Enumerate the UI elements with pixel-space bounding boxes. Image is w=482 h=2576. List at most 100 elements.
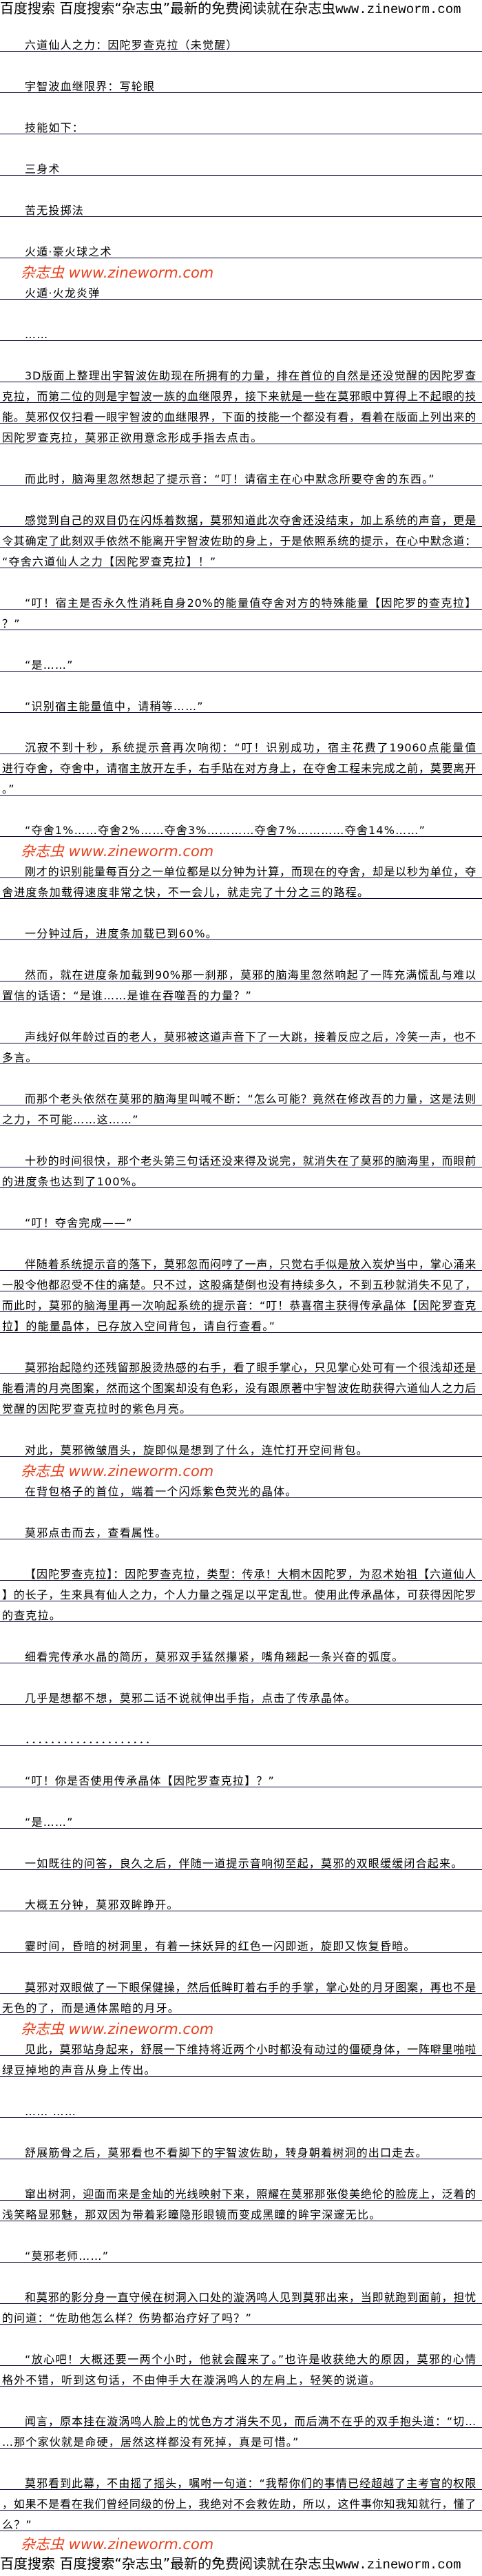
- paragraph: 一如既往的问答，良久之后，伴随一道提示音响彻至起，莫邪的双眼缓缓闭合起来。: [0, 1853, 482, 1874]
- text-line: “是……”: [0, 655, 482, 676]
- paragraph: 闻言，原本挂在漩涡鸣人脸上的忧色方才消失不见，而后满不在乎的双手抱头道：“切………: [0, 2411, 482, 2453]
- text-line: 一股令他都忍受不住的痛楚。只不过，这股痛楚倒也没有持续多久，不到五秒就消失不见了…: [0, 1275, 482, 1296]
- text-line: “识别宿主能量值中，请稍等……”: [0, 696, 482, 717]
- text-line: ，如果不是看在我们曾经同级的份上，我绝对不会救佐助，所以，这件事你知我知就行，懂…: [0, 2494, 482, 2515]
- text-line: 舒展筋骨之后，莫邪看也不看脚下的宇智波佐助，转身朝着树洞的出口走去。: [0, 2143, 482, 2163]
- text-line: 伴随着系统提示音的落下，莫邪忽而闷哼了一声，只觉右手似是放入炭炉当中，掌心涌来: [0, 1254, 482, 1275]
- text-line: 莫邪点击而去，查看属性。: [0, 1523, 482, 1544]
- paragraph: 六道仙人之力：因陀罗查克拉（未觉醒）: [0, 35, 482, 56]
- text-line: 大概五分钟，莫邪双眸睁开。: [0, 1895, 482, 1915]
- paragraph: 霎时间，昏暗的树洞里，有着一抹妖异的红色一闪即逝，旋即又恢复昏暗。: [0, 1936, 482, 1957]
- text-line: 拉】的能量晶体，已存放入空间背包，请自行查看。”: [0, 1316, 482, 1337]
- paragraph: “叮！你是否使用传承晶体【因陀罗查克拉】？”: [0, 1771, 482, 1791]
- paragraph: “叮！宿主是否永久性消耗自身20%的能量值夺舍对方的特殊能量【因陀罗的查克拉】？…: [0, 593, 482, 634]
- text-line: 克拉，而第二位的则是宇智波一族的血继限界，接下来就是一些在莫邪眼中算得上不起眼的…: [0, 386, 482, 407]
- paragraph: 刚才的识别能量每百分之一单位都是以分钟为计算，而现在的夺舍，却是以秒为单位，夺舍…: [0, 862, 482, 903]
- text-line: 格外不错，听到这句话，不由伸手大在漩涡鸣人的左肩上，轻笑的说道。: [0, 2370, 482, 2391]
- banner-url[interactable]: www.zineworm.com: [335, 2, 461, 17]
- paragraph: 十秒的时间很快，那个老头第三句话还没来得及说完，就消失在了莫邪的脑海里，而眼前的…: [0, 1151, 482, 1192]
- text-line: 见此，莫邪站身起来，舒展一下维持将近两个小时都没有动过的僵硬身体，一阵噼里啪啦: [0, 2039, 482, 2060]
- text-line: 【因陀罗查克拉】：因陀罗查克拉，类型：传承！大桐木因陀罗，为忍术始祖【六道仙人: [0, 1564, 482, 1585]
- paragraph: “莫邪老师……”: [0, 2246, 482, 2267]
- text-line: 绿豆掉地的声音从身上传出。: [0, 2060, 482, 2081]
- text-line: “叮！夺舍完成——”: [0, 1213, 482, 1234]
- site-banner-top: 百度搜索 百度搜索“杂志虫”最新的免费阅读就在杂志虫www.zineworm.c…: [0, 0, 482, 19]
- site-banner-bottom: 百度搜索 百度搜索“杂志虫”最新的免费阅读就在杂志虫www.zineworm.c…: [0, 2555, 482, 2575]
- paragraph: 几乎是想都不想，莫邪二话不说就伸出手指，点击了传承晶体。: [0, 1688, 482, 1709]
- paragraph: 火遁·豪火球之术: [0, 242, 482, 262]
- text-line: 宇智波血继限界：写轮眼: [0, 76, 482, 97]
- chapter-body: 六道仙人之力：因陀罗查克拉（未觉醒） 宇智波血继限界：写轮眼技能如下： 三身术苦无投…: [0, 35, 482, 2556]
- text-line: “放心吧！大概还要一两个小时，他就会醒来了。”也许是收获绝大的原因，莫邪的心情: [0, 2349, 482, 2370]
- text-line: 三身术: [0, 159, 482, 180]
- text-line: 进行夺舍，夺舍中，请宿主放开左手，右手贴在对方身上，在夺舍工程未完成之前，莫要离…: [0, 758, 482, 779]
- text-line: 技能如下：: [0, 118, 482, 138]
- text-line: 3D版面上整理出宇智波佐助现在所拥有的力量，排在首位的自然是还没觉醒的因陀罗查: [0, 366, 482, 386]
- paragraph: 而那个老头依然在莫邪的脑海里叫喊不断：“怎么可能？竟然在修改吾的力量，这是法则之…: [0, 1089, 482, 1130]
- paragraph: 伴随着系统提示音的落下，莫邪忽而闷哼了一声，只觉右手似是放入炭炉当中，掌心涌来一…: [0, 1254, 482, 1337]
- paragraph: “是……”: [0, 1812, 482, 1833]
- text-line: 的问道：“佐助他怎么样？伤势都治疗好了吗？”: [0, 2308, 482, 2329]
- text-line: …… ……: [0, 2101, 482, 2122]
- paragraph: 苦无投掷法: [0, 200, 482, 221]
- text-line: 闻言，原本挂在漩涡鸣人脸上的忧色方才消失不见，而后满不在乎的双手抱头道：“切…: [0, 2411, 482, 2432]
- text-line: 多言。: [0, 1048, 482, 1068]
- text-line: 霎时间，昏暗的树洞里，有着一抹妖异的红色一闪即逝，旋即又恢复昏暗。: [0, 1936, 482, 1957]
- text-line: 而此时，脑海里忽然想起了提示音：“叮！请宿主在心中默念所要夺舍的东西。”: [0, 469, 482, 490]
- paragraph: 在背包格子的首位，端着一个闪烁紫色荧光的晶体。: [0, 1482, 482, 1502]
- text-line: 感觉到自己的双目仍在闪烁着数据，莫邪知道此次夺舍还没结束，加上系统的声音，更是: [0, 510, 482, 531]
- text-line: “夺舍六道仙人之力【因陀罗查克拉】！”: [0, 552, 482, 572]
- banner-text: 百度搜索 百度搜索“杂志虫”最新的免费阅读就在杂志虫: [0, 0, 336, 17]
- text-line: 细看完传承水晶的简历，莫邪双手猛然攥紧，嘴角翘起一条兴奋的弧度。: [0, 1647, 482, 1668]
- text-line: 然而，就在进度条加载到90%那一刹那，莫邪的脑海里忽然响起了一阵充满慌乱与难以: [0, 965, 482, 986]
- paragraph: ．．．．．．．．．．．．．．．．．．．．: [0, 1730, 482, 1750]
- text-line: …那个家伙就是命硬，居然这样都没有死掉，真是可惜。”: [0, 2432, 482, 2453]
- paragraph: 见此，莫邪站身起来，舒展一下维持将近两个小时都没有动过的僵硬身体，一阵噼里啪啦绿…: [0, 2039, 482, 2081]
- paragraph: “放心吧！大概还要一两个小时，他就会醒来了。”也许是收获绝大的原因，莫邪的心情格…: [0, 2349, 482, 2391]
- paragraph: 一分钟过后，进度条加载已到60%。: [0, 924, 482, 944]
- text-line: 浅笑略显邪魅，那双因为带着彩瞳隐形眼镜而变成黑瞳的眸宇深邃无比。: [0, 2205, 482, 2225]
- paragraph: 声线好似年龄过百的老人，莫邪被这道声音下了一大跳，接着反应之后，冷笑一声，也不多…: [0, 1027, 482, 1068]
- text-line: 在背包格子的首位，端着一个闪烁紫色荧光的晶体。: [0, 1482, 482, 1502]
- text-line: 舍进度条加载得速度非常之快，不一会儿，就走完了十分之三的路程。: [0, 882, 482, 903]
- paragraph: 舒展筋骨之后，莫邪看也不看脚下的宇智波佐助，转身朝着树洞的出口走去。: [0, 2143, 482, 2163]
- text-line: 六道仙人之力：因陀罗查克拉（未觉醒）: [0, 35, 482, 56]
- paragraph: 宇智波血继限界：写轮眼: [0, 76, 482, 97]
- paragraph: 窜出树洞，迎面而来是金灿的光线映射下来，照耀在莫邪那张俊美绝伦的脸庞上，泛着的浅…: [0, 2184, 482, 2225]
- text-line: 莫邪看到此幕，不由摇了摇头，嘱咐一句道：“我帮你们的事情已经超越了主考官的权限: [0, 2473, 482, 2494]
- text-line: 能。莫邪仅仅扫看一眼宇智波的血继限界，下面的技能一个都没有看，看着在版面上列出来…: [0, 407, 482, 428]
- text-line: 沉寂不到十秒，系统提示音再次响彻：“叮！识别成功，宿主花费了19060点能量值: [0, 738, 482, 758]
- text-line: 刚才的识别能量每百分之一单位都是以分钟为计算，而现在的夺舍，却是以秒为单位，夺: [0, 862, 482, 882]
- text-line: 莫邪抬起隐约还残留那股烫热感的右手，看了眼手掌心，只见掌心处可有一个很浅却还是: [0, 1358, 482, 1378]
- paragraph: 对此，莫邪微皱眉头，旋即似是想到了什么，连忙打开空间背包。: [0, 1440, 482, 1461]
- paragraph: 然而，就在进度条加载到90%那一刹那，莫邪的脑海里忽然响起了一阵充满慌乱与难以置…: [0, 965, 482, 1006]
- text-line: 的进度条也达到了100%。: [0, 1172, 482, 1192]
- text-line: 莫邪对双眼做了一下眼保健操，然后低眸盯着右手的手掌，掌心处的月牙图案，再也不是: [0, 1977, 482, 1998]
- paragraph: 莫邪点击而去，查看属性。: [0, 1523, 482, 1544]
- text-line: 之力，不可能……这……”: [0, 1110, 482, 1130]
- text-line: 十秒的时间很快，那个老头第三句话还没来得及说完，就消失在了莫邪的脑海里，而眼前: [0, 1151, 482, 1172]
- text-line: ？”: [0, 614, 482, 634]
- paragraph: 而此时，脑海里忽然想起了提示音：“叮！请宿主在心中默念所要夺舍的东西。”: [0, 469, 482, 490]
- paragraph: 大概五分钟，莫邪双眸睁开。: [0, 1895, 482, 1915]
- paragraph: 沉寂不到十秒，系统提示音再次响彻：“叮！识别成功，宿主花费了19060点能量值进…: [0, 738, 482, 800]
- text-line: 令其确定了此刻双手依然不能离开宇智波佐助的身上，于是依照系统的提示，在心中默念道…: [0, 531, 482, 552]
- text-line: “叮！宿主是否永久性消耗自身20%的能量值夺舍对方的特殊能量【因陀罗的查克拉】: [0, 593, 482, 614]
- paragraph: “夺舍1%……夺舍2%……夺舍3%…………夺舍7%…………夺舍14%……”: [0, 820, 482, 841]
- paragraph: “识别宿主能量值中，请稍等……”: [0, 696, 482, 717]
- paragraph: 莫邪看到此幕，不由摇了摇头，嘱咐一句道：“我帮你们的事情已经超越了主考官的权限，…: [0, 2473, 482, 2535]
- paragraph: 技能如下：: [0, 118, 482, 138]
- paragraph: 和莫邪的影分身一直守候在树洞入口处的漩涡鸣人见到莫邪出来，当即就跑到面前，担忧的…: [0, 2287, 482, 2329]
- text-line: 】的长子，生来具有仙人之力，个人力量之强足以平定乱世。使用此传承晶体，可获得因陀…: [0, 1585, 482, 1606]
- paragraph: 细看完传承水晶的简历，莫邪双手猛然攥紧，嘴角翘起一条兴奋的弧度。: [0, 1647, 482, 1668]
- text-line: “叮！你是否使用传承晶体【因陀罗查克拉】？”: [0, 1771, 482, 1791]
- banner-url[interactable]: www.zineworm.com: [335, 2557, 461, 2573]
- paragraph: 3D版面上整理出宇智波佐助现在所拥有的力量，排在首位的自然是还没觉醒的因陀罗查克…: [0, 366, 482, 448]
- text-line: 。”: [0, 779, 482, 800]
- text-line: 对此，莫邪微皱眉头，旋即似是想到了什么，连忙打开空间背包。: [0, 1440, 482, 1461]
- text-line: 因陀罗查克拉，莫邪正欲用意念形成手指去点击。: [0, 428, 482, 448]
- text-line: “莫邪老师……”: [0, 2246, 482, 2267]
- paragraph: “叮！夺舍完成——”: [0, 1213, 482, 1234]
- text-line: 能看清的月亮图案，然而这个图案却没有色彩，没有跟原著中宇智波佐助获得六道仙人之力…: [0, 1378, 482, 1399]
- paragraph: “是……”: [0, 655, 482, 676]
